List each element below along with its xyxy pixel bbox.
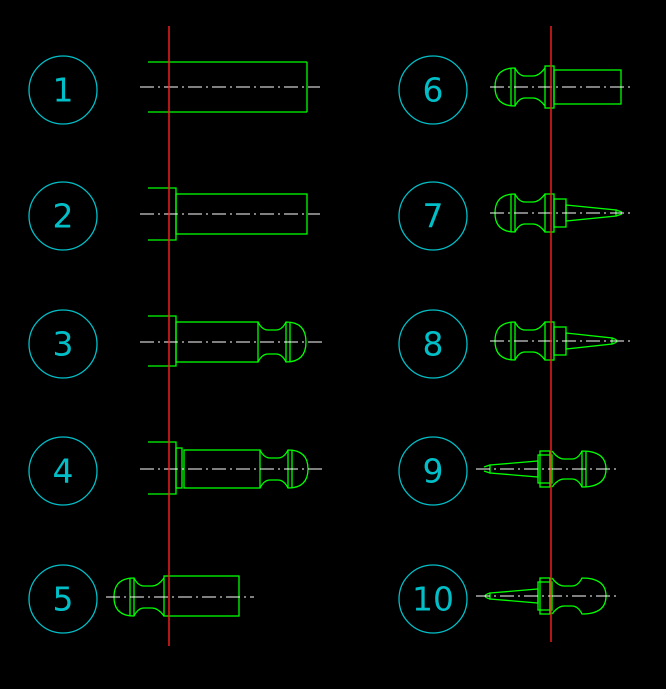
step-6-label: 6 bbox=[423, 71, 444, 110]
step-7: 7 bbox=[398, 181, 634, 251]
step-5: 5 bbox=[28, 564, 254, 634]
step-1: 1 bbox=[28, 55, 320, 125]
step-10: 10 bbox=[398, 564, 620, 634]
step-3-label: 3 bbox=[53, 325, 74, 364]
step-4: 4 bbox=[28, 436, 322, 506]
step-8-workpiece bbox=[490, 321, 634, 361]
step-8-label: 8 bbox=[423, 325, 444, 364]
step-5-bubble bbox=[28, 564, 98, 634]
step-1-workpiece bbox=[140, 61, 320, 113]
step-6-bubble bbox=[398, 55, 468, 125]
step-3-bubble bbox=[28, 309, 98, 379]
step-9-label: 9 bbox=[423, 452, 444, 491]
step-4-bubble bbox=[28, 436, 98, 506]
step-8-bubble bbox=[398, 309, 468, 379]
step-9-workpiece bbox=[476, 450, 620, 488]
step-9-bubble bbox=[398, 436, 468, 506]
step-1-bubble bbox=[28, 55, 98, 125]
step-1-label: 1 bbox=[53, 71, 74, 110]
step-4-label: 4 bbox=[53, 452, 74, 491]
step-7-workpiece bbox=[490, 193, 634, 233]
step-4-workpiece bbox=[140, 441, 322, 495]
step-2-workpiece bbox=[140, 187, 320, 241]
step-6-workpiece bbox=[490, 65, 634, 109]
step-7-label: 7 bbox=[423, 197, 444, 236]
step-10-workpiece bbox=[476, 577, 620, 615]
step-10-label: 10 bbox=[412, 580, 454, 619]
step-8: 8 bbox=[398, 309, 634, 379]
step-9: 9 bbox=[398, 436, 620, 506]
step-7-bubble bbox=[398, 181, 468, 251]
step-6: 6 bbox=[398, 55, 634, 125]
step-10-bubble bbox=[398, 564, 468, 634]
step-3: 3 bbox=[28, 309, 322, 379]
step-3-workpiece bbox=[140, 315, 322, 367]
step-5-label: 5 bbox=[53, 580, 74, 619]
step-2-label: 2 bbox=[53, 197, 74, 236]
step-2-bubble bbox=[28, 181, 98, 251]
step-2: 2 bbox=[28, 181, 320, 251]
step-5-workpiece bbox=[106, 575, 254, 617]
